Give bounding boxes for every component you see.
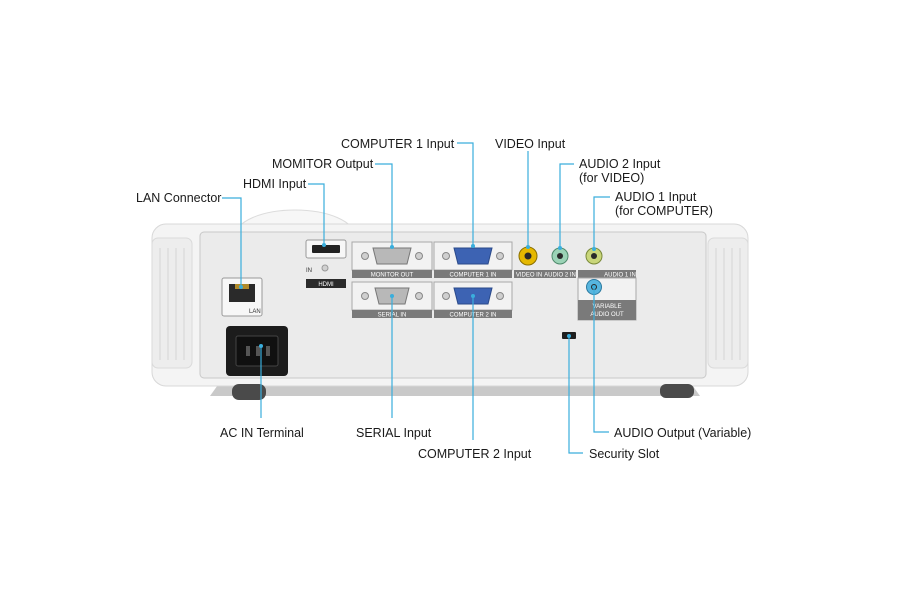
callout-audio1-input-note: (for COMPUTER) [615,204,713,218]
leader-security [568,336,583,454]
leader-audio2 [559,163,574,248]
callout-audio1-input: AUDIO 1 Input [615,190,697,204]
hdmi-logo: HDMI [318,282,334,288]
callout-audio2-input: AUDIO 2 Input [579,157,661,171]
leader-monitor [375,163,393,247]
left-vent [151,237,193,369]
hdmi-screw [321,264,329,272]
callout-monitor-output: MOMITOR Output [272,157,374,171]
callout-audio2-input-note: (for VIDEO) [579,171,644,185]
leader-audio1 [593,196,610,249]
audio2-in-port: AUDIO 2 IN [544,247,576,279]
variable-audio-out-port: VARIABLE AUDIO OUT [577,277,637,321]
audio1-in-port: AUDIO 1 IN [578,247,636,279]
callout-hdmi-input: HDMI Input [243,177,307,191]
leader-lan [222,197,242,287]
hdmi-in-label: IN [306,268,312,274]
leader-hdmi [308,183,325,245]
foot-right [660,384,694,398]
callout-computer2-input: COMPUTER 2 Input [418,447,532,461]
ac-in-port [226,326,288,376]
callout-computer1-input: COMPUTER 1 Input [341,137,455,151]
callout-lan-connector: LAN Connector [136,191,221,205]
video-in-port: VIDEO IN [514,246,544,279]
variable-audio-out-label-2: AUDIO OUT [590,312,624,318]
lan-port-label: LAN [249,309,261,315]
callout-audio-output-variable: AUDIO Output (Variable) [614,426,751,440]
audio1-in-label: AUDIO 1 IN [604,273,636,279]
callout-labels: COMPUTER 1 Input VIDEO Input MOMITOR Out… [136,137,751,461]
callout-ac-in-terminal: AC IN Terminal [220,426,304,440]
leader-audio-out [593,287,609,433]
video-in-label: VIDEO IN [516,273,542,279]
monitor-out-label: MONITOR OUT [371,273,414,279]
hdmi-port: IN HDMI [305,239,347,288]
computer1-in-label: COMPUTER 1 IN [449,273,496,279]
foot-left [232,384,266,400]
callout-serial-input: SERIAL Input [356,426,432,440]
callout-security-slot: Security Slot [589,447,660,461]
leader-computer1 [457,142,474,246]
variable-audio-out-label-1: VARIABLE [593,304,622,310]
right-vent [707,237,749,369]
callout-video-input: VIDEO Input [495,137,566,151]
lan-port: LAN [221,277,263,317]
audio2-in-label: AUDIO 2 IN [544,273,576,279]
leader-lines [222,142,610,454]
